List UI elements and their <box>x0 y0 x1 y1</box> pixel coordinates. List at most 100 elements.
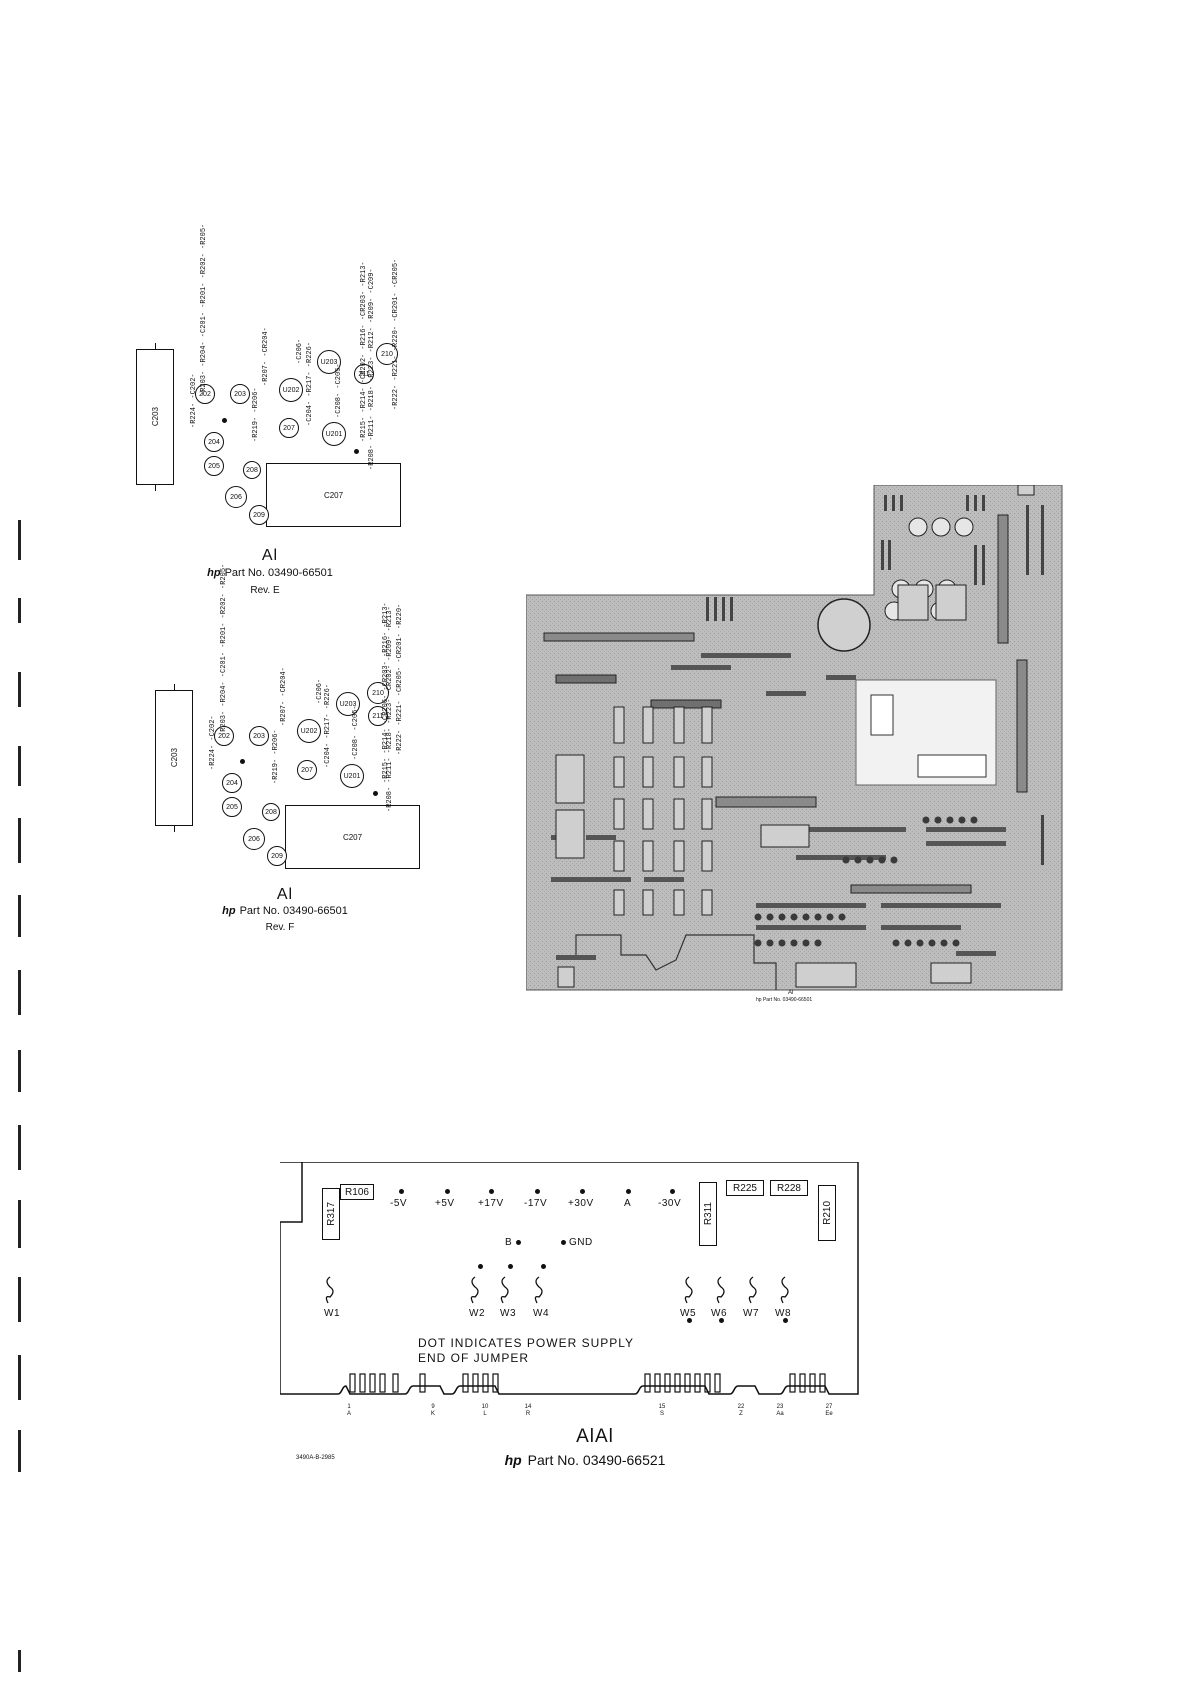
label-column: -R208- -R211- -R218- -R223- -CR202- -R20… <box>386 606 394 812</box>
revision: Rev. E <box>250 585 280 596</box>
label-column: -R207- -CR204- <box>280 667 288 726</box>
supply-label: -5V <box>390 1198 408 1209</box>
jumper-label-w8: W8 <box>775 1308 791 1319</box>
label-column: -R207- -CR204- <box>262 327 270 386</box>
transistor-q211: 211 <box>354 364 374 384</box>
jumper-dot <box>719 1318 724 1323</box>
label-column: -R203- -R204- -C201- -R201- -R202- -R205… <box>200 223 208 396</box>
supply-label: -30V <box>658 1198 682 1209</box>
label-column: -C208- -C205- <box>335 363 343 418</box>
supply-dot <box>535 1189 540 1194</box>
jumper-label-w1: W1 <box>324 1308 340 1319</box>
ic-u201: U201 <box>322 422 346 446</box>
resistor-r225: R225 <box>726 1180 764 1196</box>
label-column: -R208- -R211- -R218- -R223- -R212- -R209… <box>368 268 376 470</box>
marker-dot <box>354 449 359 454</box>
jumper-dot <box>508 1264 513 1269</box>
label-column: -R224- -C202- <box>209 715 217 770</box>
label-column: -R222- -R221- -CR205- -CR201- -R220- <box>396 603 404 755</box>
resistor-r106: R106 <box>340 1184 374 1200</box>
drawing-number: 3490A-B-2985 <box>296 1455 335 1461</box>
ic-u203: U203 <box>336 692 360 716</box>
board-title: Al <box>276 886 294 903</box>
jumper-dot <box>478 1264 483 1269</box>
capacitor-c203: C203 <box>155 690 193 826</box>
marker-dot <box>373 791 378 796</box>
jumper-label-w3: W3 <box>500 1308 516 1319</box>
jumper-label-w2: W2 <box>469 1308 485 1319</box>
supply-label: A <box>624 1198 632 1209</box>
note-line-2: END OF JUMPER <box>418 1351 530 1365</box>
resistor-r311: R311 <box>699 1182 717 1246</box>
transistor-q205: 205 <box>204 456 224 476</box>
ic-u203: U203 <box>317 350 341 374</box>
transistor-q209: 209 <box>249 505 269 525</box>
transistor-q206: 206 <box>243 828 265 850</box>
transistor-q205: 205 <box>222 797 242 817</box>
jumper-label-w5: W5 <box>680 1308 696 1319</box>
capacitor-c207: C207 <box>266 463 401 527</box>
jumper-label-w4: W4 <box>533 1308 549 1319</box>
ic-u202: U202 <box>279 378 303 402</box>
jumper-label-w6: W6 <box>711 1308 727 1319</box>
supply-label: -17V <box>524 1198 548 1209</box>
note-line-1: DOT INDICATES POWER SUPPLY <box>418 1336 635 1350</box>
jumper-label-w7: W7 <box>743 1308 759 1319</box>
transistor-q209: 209 <box>267 846 287 866</box>
supply-dot <box>399 1189 404 1194</box>
transistor-q202: 202 <box>214 726 234 746</box>
a1a1-outline <box>280 1162 859 1395</box>
label-column: -R219- -R206- <box>272 729 280 784</box>
transistor-q203: 203 <box>249 726 269 746</box>
transistor-q204: 204 <box>222 773 242 793</box>
photo-title: Al <box>788 990 794 996</box>
label-column: -R222- -R221- -R220- -CR201- -CR205- <box>392 258 400 410</box>
ic-u202: U202 <box>297 719 321 743</box>
resistor-r210: R210 <box>818 1185 836 1241</box>
board-photo-image <box>526 485 1063 991</box>
revision: Rev. F <box>265 922 295 933</box>
ic-u201: U201 <box>340 764 364 788</box>
transistor-q204: 204 <box>204 432 224 452</box>
supply-dot <box>489 1189 494 1194</box>
a1a1-title: AlAl <box>576 1426 614 1447</box>
supply-dot <box>445 1189 450 1194</box>
jumper-dot <box>541 1264 546 1269</box>
transistor-q203: 203 <box>230 384 250 404</box>
transistor-q208: 208 <box>262 803 280 821</box>
board-title: Al <box>261 547 279 564</box>
label-column: -R203- -R204- -C201- -R201- -R202- -R205… <box>220 563 228 736</box>
resistor-r317: R317 <box>322 1188 340 1240</box>
transistor-q210: 210 <box>367 682 389 704</box>
transistor-q202: 202 <box>195 384 215 404</box>
resistor-r228: R228 <box>770 1180 808 1196</box>
supply-dot <box>670 1189 675 1194</box>
supply-label: +30V <box>568 1198 594 1209</box>
jumper-dot <box>783 1318 788 1323</box>
gnd-dot <box>561 1240 566 1245</box>
marker-dot <box>222 418 227 423</box>
transistor-q211: 211 <box>368 706 388 726</box>
label-column: -C204- -R217- -R226- <box>324 683 332 768</box>
gnd-label: GND <box>569 1237 593 1248</box>
b-label: B <box>505 1237 513 1248</box>
label-column: -C206- <box>296 338 304 364</box>
supply-label: +5V <box>435 1198 455 1209</box>
label-column: -R224- -C202- <box>190 373 198 428</box>
capacitor-c203: C203 <box>136 349 174 485</box>
label-column: -C208- -C205- <box>352 705 360 760</box>
label-column: -C204- -R217- -R226- <box>306 341 314 426</box>
b-dot <box>516 1240 521 1245</box>
supply-label: +17V <box>478 1198 504 1209</box>
transistor-q207: 207 <box>297 760 317 780</box>
